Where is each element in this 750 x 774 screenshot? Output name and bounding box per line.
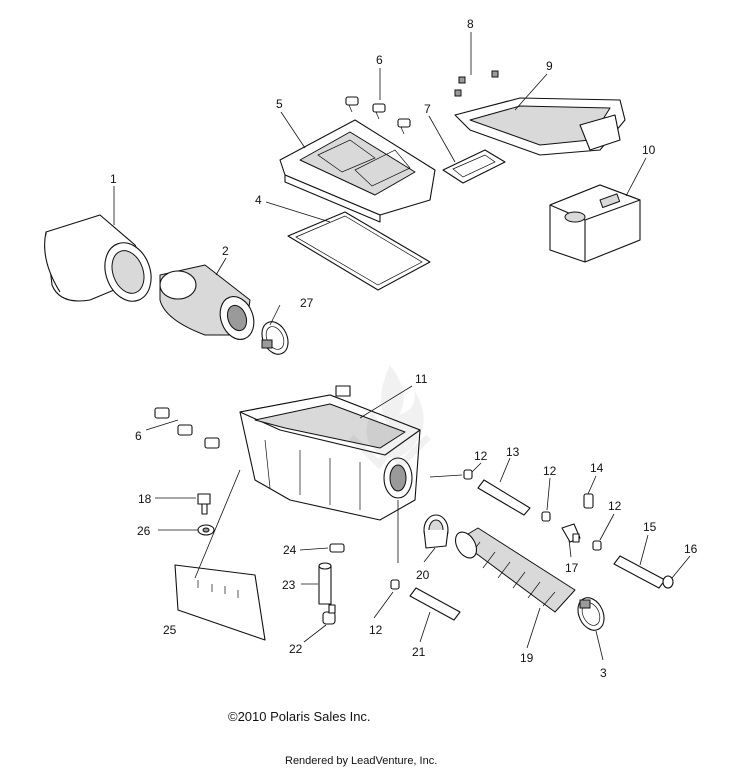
callout-10: 10 (642, 143, 656, 157)
callout-12-a: 12 (474, 449, 488, 463)
part-25-plate[interactable] (174, 564, 266, 641)
part-11-airbox-base[interactable] (239, 385, 421, 521)
callout-12-d: 12 (369, 623, 383, 637)
part-9-duct[interactable] (454, 97, 626, 156)
callout-1: 1 (110, 172, 117, 186)
callout-27: 27 (300, 296, 314, 310)
part-7-small-gasket[interactable] (442, 149, 506, 184)
part-17-fitting[interactable] (561, 523, 581, 543)
part-16-clamp[interactable] (662, 575, 674, 589)
part-22-fitting[interactable] (322, 604, 336, 625)
part-10-foam-block[interactable] (549, 184, 641, 263)
part-24-clip[interactable] (329, 543, 345, 553)
callout-25: 25 (163, 623, 177, 637)
part-26-washer[interactable] (197, 524, 215, 536)
callout-23: 23 (282, 578, 296, 592)
callout-9: 9 (546, 59, 553, 73)
part-4-gasket[interactable] (287, 211, 431, 291)
part-18-bolt[interactable] (197, 493, 211, 515)
part-21-tube[interactable] (409, 587, 461, 621)
part-8-screws[interactable] (454, 70, 499, 97)
part-6-clips-lower[interactable] (154, 407, 220, 449)
callout-22: 22 (289, 642, 303, 656)
part-14-clip[interactable] (583, 493, 594, 509)
part-6-clips-top[interactable] (345, 96, 411, 135)
leader-lines (113, 32, 691, 661)
callout-21: 21 (412, 645, 426, 659)
part-23-tube[interactable] (318, 562, 332, 605)
part-2-inner-filter[interactable] (159, 264, 260, 344)
callout-12-b: 12 (543, 464, 557, 478)
callout-2: 2 (222, 244, 229, 258)
part-1-outer-filter[interactable] (44, 214, 159, 308)
callout-13: 13 (506, 445, 520, 459)
callout-14: 14 (590, 461, 604, 475)
rendered-by-notice: Rendered by LeadVenture, Inc. (285, 755, 438, 767)
callout-5: 5 (276, 97, 283, 111)
callout-15: 15 (643, 520, 657, 534)
part-12-caps[interactable] (390, 469, 602, 590)
part-27-clamp[interactable] (257, 318, 293, 359)
part-20-collar[interactable] (423, 514, 449, 549)
callout-4: 4 (255, 193, 262, 207)
callout-16: 16 (684, 542, 698, 556)
part-3-clamp[interactable] (573, 594, 609, 635)
callout-12-c: 12 (608, 499, 622, 513)
watermark-logo (349, 365, 431, 470)
part-15-tube[interactable] (613, 555, 666, 589)
part-5-airbox-cover[interactable] (279, 119, 436, 223)
callout-6-lower: 6 (135, 429, 142, 443)
part-13-tube[interactable] (477, 479, 531, 516)
callout-3: 3 (600, 666, 607, 680)
callout-19: 19 (520, 651, 534, 665)
callout-24: 24 (283, 543, 297, 557)
callout-26: 26 (137, 524, 151, 538)
callout-8: 8 (467, 17, 474, 31)
callout-17: 17 (565, 561, 579, 575)
callout-20: 20 (416, 568, 430, 582)
callout-6-top: 6 (376, 53, 383, 67)
part-19-intake-hose[interactable] (451, 527, 576, 613)
callout-7: 7 (424, 102, 431, 116)
copyright-notice: ©2010 Polaris Sales Inc. (228, 709, 371, 724)
callout-labels: 1 2 3 4 5 6 6 7 8 9 10 11 12 12 12 12 13… (110, 17, 698, 680)
callout-18: 18 (138, 492, 152, 506)
callout-11: 11 (415, 372, 428, 386)
